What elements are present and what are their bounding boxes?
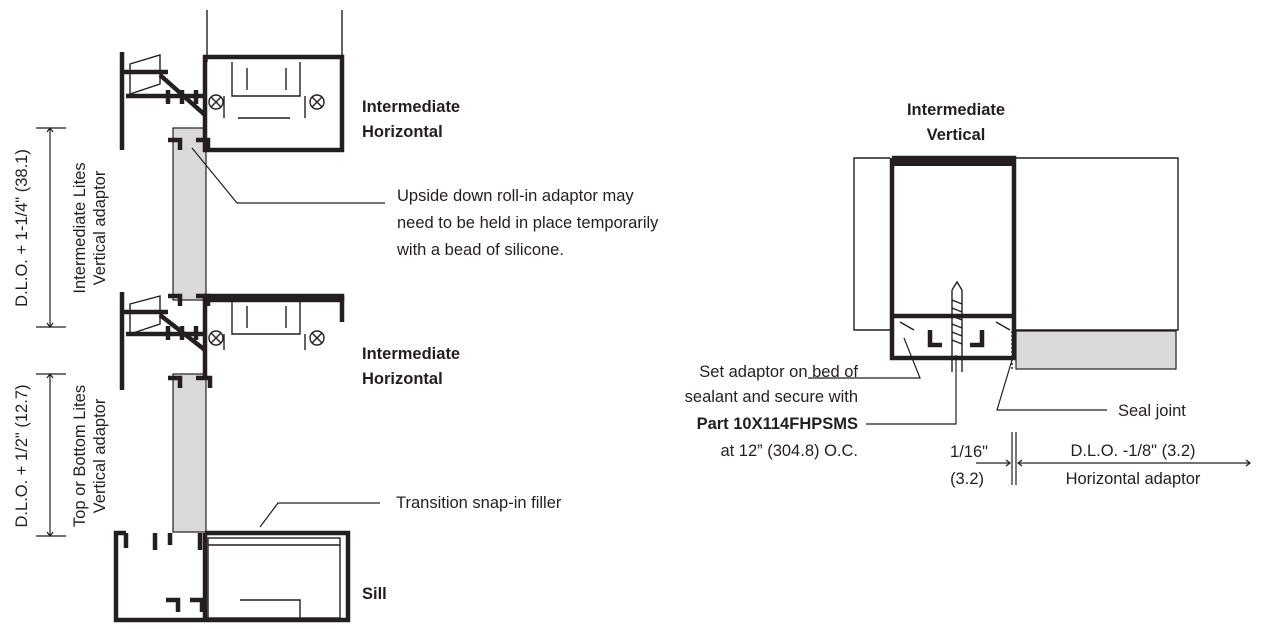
dim-top-bottom-line1: D.L.O. + 1/2" (12.7) — [13, 385, 31, 528]
part-number: Part 10X114FHPSMS — [697, 415, 858, 433]
seal-joint-label: Seal joint — [1118, 402, 1186, 420]
dim-gap-line1: 1/16" — [950, 443, 988, 461]
rollin-callout-line2: need to be held in place temporarily — [397, 214, 659, 232]
dim-dlo-line2: Horizontal adaptor — [1066, 470, 1201, 488]
upper-horizontal-label-line2: Horizontal — [362, 123, 443, 141]
dim-gap-line2: (3.2) — [950, 470, 984, 488]
glass-lite-bottom — [172, 373, 207, 533]
screw-leader-line — [866, 355, 957, 425]
set-adaptor-line2: sealant and secure with — [685, 388, 858, 406]
transition-callout: Transition snap-in filler — [396, 494, 562, 512]
dim-horizontal-adaptor — [976, 432, 1251, 485]
dim-intermediate-line3: Vertical adaptor — [91, 170, 109, 285]
rollin-leader-line — [191, 147, 385, 204]
glass-pane-right — [1014, 157, 1179, 331]
upper-horizontal-label-line1: Intermediate — [362, 98, 460, 116]
lower-horizontal-label-line1: Intermediate — [362, 345, 460, 363]
set-adaptor-leader-line — [808, 337, 921, 379]
glass-lite-intermediate — [172, 127, 207, 301]
spacing-note: at 12” (304.8) O.C. — [720, 442, 858, 460]
dim-intermediate-line1: D.L.O. + 1-1/4" (38.1) — [13, 149, 31, 307]
dim-intermediate-lites — [36, 127, 66, 328]
dim-top-bottom-line3: Vertical adaptor — [91, 398, 109, 513]
sill-profile — [113, 530, 351, 623]
left-section-detail: Intermediate Horizontal Intermediate Hor… — [13, 10, 659, 623]
intermediate-vertical-mullion — [889, 155, 1017, 372]
sill-label: Sill — [362, 585, 387, 603]
dim-top-bottom-lites — [36, 373, 66, 537]
adaptor-glass-lite — [1015, 330, 1177, 370]
upper-intermediate-horizontal-profile — [119, 52, 345, 153]
rollin-callout-line1: Upside down roll-in adaptor may — [397, 187, 634, 205]
lower-intermediate-horizontal-profile — [119, 292, 345, 390]
seal-joint-leader-line — [996, 359, 1107, 411]
set-adaptor-line1: Set adaptor on bed of — [699, 363, 858, 381]
dim-dlo-line1: D.L.O. -1/8" (3.2) — [1070, 442, 1195, 460]
transition-leader-line — [259, 502, 380, 528]
lower-horizontal-label-line2: Horizontal — [362, 370, 443, 388]
right-section-detail: Intermediate Vertical Set adaptor on bed… — [685, 101, 1251, 488]
vertical-label-line2: Vertical — [927, 126, 986, 144]
vertical-label-line1: Intermediate — [907, 101, 1005, 119]
glass-pane-left — [853, 157, 890, 331]
rollin-callout-line3: with a bead of silicone. — [396, 241, 564, 259]
dim-intermediate-line2: Intermediate Lites — [71, 162, 89, 293]
dim-top-bottom-line2: Top or Bottom Lites — [71, 385, 89, 527]
